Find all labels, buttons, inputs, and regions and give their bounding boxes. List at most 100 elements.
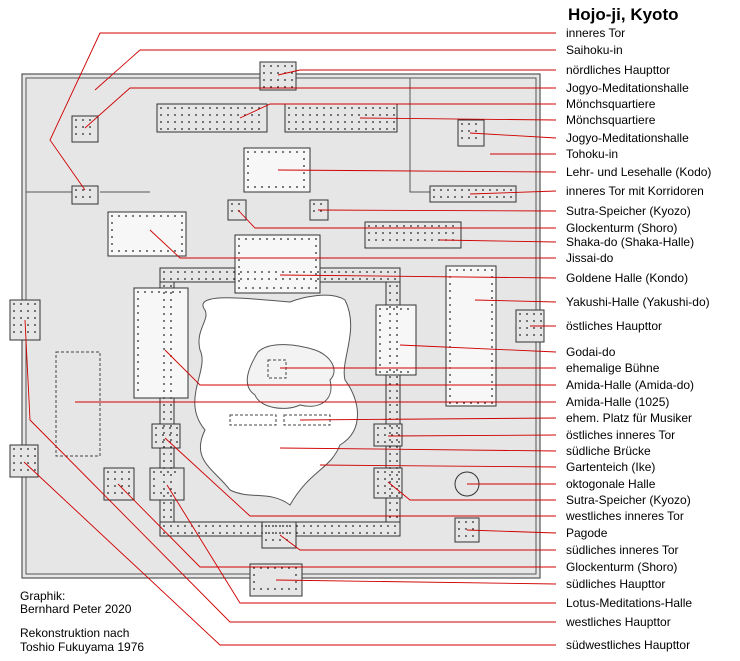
column-dot — [384, 427, 386, 429]
column-dot — [268, 532, 270, 534]
column-dot — [393, 371, 395, 373]
column-dot — [167, 215, 169, 217]
column-dot — [386, 128, 388, 130]
kyozo-north — [227, 199, 247, 221]
column-dot — [179, 291, 181, 293]
column-dot — [137, 361, 139, 363]
column-dot — [198, 271, 200, 273]
column-dot — [491, 395, 493, 397]
column-dot — [398, 492, 400, 494]
column-dot — [368, 239, 370, 241]
column-dot — [265, 539, 267, 541]
column-dot — [379, 121, 381, 123]
column-dot — [237, 114, 239, 116]
column-dot — [34, 469, 36, 471]
column-dot — [303, 172, 305, 174]
label-inner-gate: inneres Tor — [566, 26, 625, 40]
column-dot — [330, 114, 332, 116]
column-dot — [291, 65, 293, 67]
column-dot — [121, 492, 123, 494]
column-dot — [181, 128, 183, 130]
column-dot — [198, 532, 200, 534]
column-dot — [389, 509, 391, 511]
column-dot — [275, 151, 277, 153]
column-dot — [170, 369, 172, 371]
column-dot — [461, 123, 463, 125]
column-dot — [365, 121, 367, 123]
column-dot — [191, 271, 193, 273]
column-dot — [270, 65, 272, 67]
column-dot — [291, 79, 293, 81]
column-dot — [219, 525, 221, 527]
column-dot — [254, 278, 256, 280]
column-dot — [137, 340, 139, 342]
column-dot — [118, 250, 120, 252]
column-dot — [209, 128, 211, 130]
column-dot — [245, 287, 247, 289]
column-dot — [212, 532, 214, 534]
column-dot — [121, 478, 123, 480]
column-dot — [287, 287, 289, 289]
column-dot — [263, 72, 265, 74]
column-dot — [407, 308, 409, 310]
column-dot — [303, 158, 305, 160]
column-dot — [195, 128, 197, 130]
leader-lines — [23, 32, 557, 646]
column-dot — [345, 278, 347, 280]
column-dot — [315, 280, 317, 282]
column-dot — [449, 339, 451, 341]
column-dot — [289, 532, 291, 534]
column-dot — [465, 521, 467, 523]
column-dot — [181, 243, 183, 245]
column-dot — [288, 567, 290, 569]
column-dot — [163, 460, 165, 462]
column-dot — [165, 291, 167, 293]
column-dot — [254, 525, 256, 527]
column-dot — [253, 581, 255, 583]
label-monks-quarters-2: Mönchsquartiere — [566, 113, 656, 127]
column-dot — [176, 434, 178, 436]
column-dot — [188, 107, 190, 109]
column-dot — [317, 525, 319, 527]
column-dot — [284, 65, 286, 67]
column-dot — [384, 471, 386, 473]
column-dot — [373, 271, 375, 273]
column-dot — [167, 107, 169, 109]
column-dot — [121, 471, 123, 473]
column-dot — [295, 107, 297, 109]
column-dot — [163, 418, 165, 420]
column-dot — [181, 121, 183, 123]
column-dot — [396, 509, 398, 511]
column-dot — [458, 528, 460, 530]
column-dot — [396, 474, 398, 476]
column-dot — [519, 327, 521, 329]
column-dot — [398, 434, 400, 436]
column-dot — [212, 525, 214, 527]
column-dot — [20, 324, 22, 326]
column-dot — [153, 250, 155, 252]
column-dot — [440, 189, 442, 191]
column-dot — [396, 411, 398, 413]
column-dot — [274, 588, 276, 590]
column-dot — [174, 492, 176, 494]
column-dot — [111, 250, 113, 252]
column-dot — [372, 121, 374, 123]
column-dot — [247, 179, 249, 181]
column-dot — [230, 128, 232, 130]
column-dot — [128, 485, 130, 487]
column-dot — [163, 306, 165, 308]
column-dot — [27, 310, 29, 312]
amida-hall-1025 — [55, 351, 101, 457]
column-dot — [417, 225, 419, 227]
column-dot — [195, 121, 197, 123]
column-dot — [153, 478, 155, 480]
column-dot — [447, 196, 449, 198]
column-dot — [491, 353, 493, 355]
column-dot — [27, 303, 29, 305]
column-dot — [167, 471, 169, 473]
label-shaka-do: Shaka-do (Shaka-Halle) — [566, 235, 694, 249]
column-dot — [282, 532, 284, 534]
column-dot — [389, 376, 391, 378]
column-dot — [202, 114, 204, 116]
column-dot — [254, 186, 256, 188]
